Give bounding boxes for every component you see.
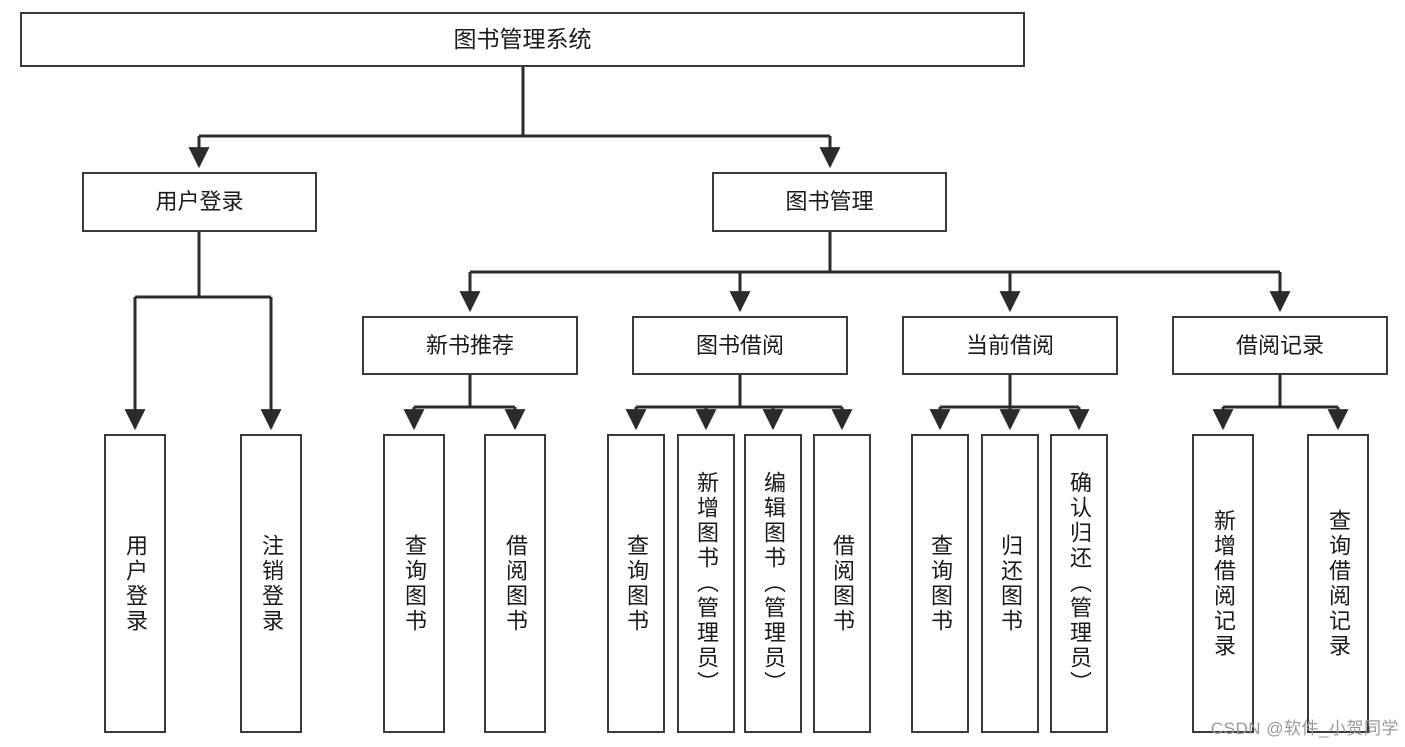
leaf-new-book-query-label: 查询图书 <box>402 533 427 634</box>
node-borrow-record-label: 借阅记录 <box>1235 332 1324 358</box>
leaf-book-borrow-borrow[interactable]: 借阅图书 <box>813 434 871 733</box>
csdn-watermark: CSDN @软件_小贺同学 <box>1210 719 1399 738</box>
node-user-login-label: 用户登录 <box>155 189 244 215</box>
node-borrow-record[interactable]: 借阅记录 <box>1172 316 1388 375</box>
leaf-new-book-query[interactable]: 查询图书 <box>383 434 445 733</box>
node-root[interactable]: 图书管理系统 <box>20 12 1025 67</box>
leaf-new-book-borrow-label: 借阅图书 <box>503 533 528 634</box>
node-book-borrow-label: 图书借阅 <box>695 332 784 358</box>
leaf-book-borrow-borrow-label: 借阅图书 <box>830 533 855 634</box>
leaf-new-book-borrow[interactable]: 借阅图书 <box>484 434 546 733</box>
leaf-book-borrow-add[interactable]: 新增图书（管理员） <box>677 434 735 733</box>
leaf-book-borrow-query-label: 查询图书 <box>624 533 649 634</box>
leaf-book-borrow-edit-label: 编辑图书（管理员） <box>761 471 786 696</box>
leaf-user-login-login[interactable]: 用户登录 <box>104 434 166 733</box>
leaf-current-borrow-return-label: 归还图书 <box>998 533 1023 634</box>
leaf-borrow-record-add[interactable]: 新增借阅记录 <box>1192 434 1254 733</box>
node-user-login[interactable]: 用户登录 <box>82 172 317 232</box>
leaf-borrow-record-add-label: 新增借阅记录 <box>1211 508 1236 659</box>
leaf-user-login-logout[interactable]: 注销登录 <box>240 434 302 733</box>
node-book-management[interactable]: 图书管理 <box>712 172 947 232</box>
node-new-book-recommend[interactable]: 新书推荐 <box>362 316 578 375</box>
node-current-borrow-label: 当前借阅 <box>965 332 1054 358</box>
leaf-user-login-login-label: 用户登录 <box>123 533 148 634</box>
leaf-book-borrow-edit[interactable]: 编辑图书（管理员） <box>744 434 802 733</box>
leaf-borrow-record-query[interactable]: 查询借阅记录 <box>1307 434 1369 733</box>
leaf-current-borrow-return[interactable]: 归还图书 <box>981 434 1039 733</box>
leaf-current-borrow-confirm[interactable]: 确认归还（管理员） <box>1050 434 1108 733</box>
node-book-management-label: 图书管理 <box>785 189 874 215</box>
leaf-current-borrow-query[interactable]: 查询图书 <box>911 434 969 733</box>
node-current-borrow[interactable]: 当前借阅 <box>902 316 1118 375</box>
node-new-book-recommend-label: 新书推荐 <box>425 332 514 358</box>
leaf-borrow-record-query-label: 查询借阅记录 <box>1326 508 1351 659</box>
leaf-current-borrow-confirm-label: 确认归还（管理员） <box>1067 471 1092 696</box>
leaf-user-login-logout-label: 注销登录 <box>259 533 284 634</box>
node-book-borrow[interactable]: 图书借阅 <box>632 316 848 375</box>
node-root-label: 图书管理系统 <box>453 25 592 52</box>
leaf-book-borrow-query[interactable]: 查询图书 <box>607 434 665 733</box>
leaf-book-borrow-add-label: 新增图书（管理员） <box>694 471 719 696</box>
leaf-current-borrow-query-label: 查询图书 <box>928 533 953 634</box>
